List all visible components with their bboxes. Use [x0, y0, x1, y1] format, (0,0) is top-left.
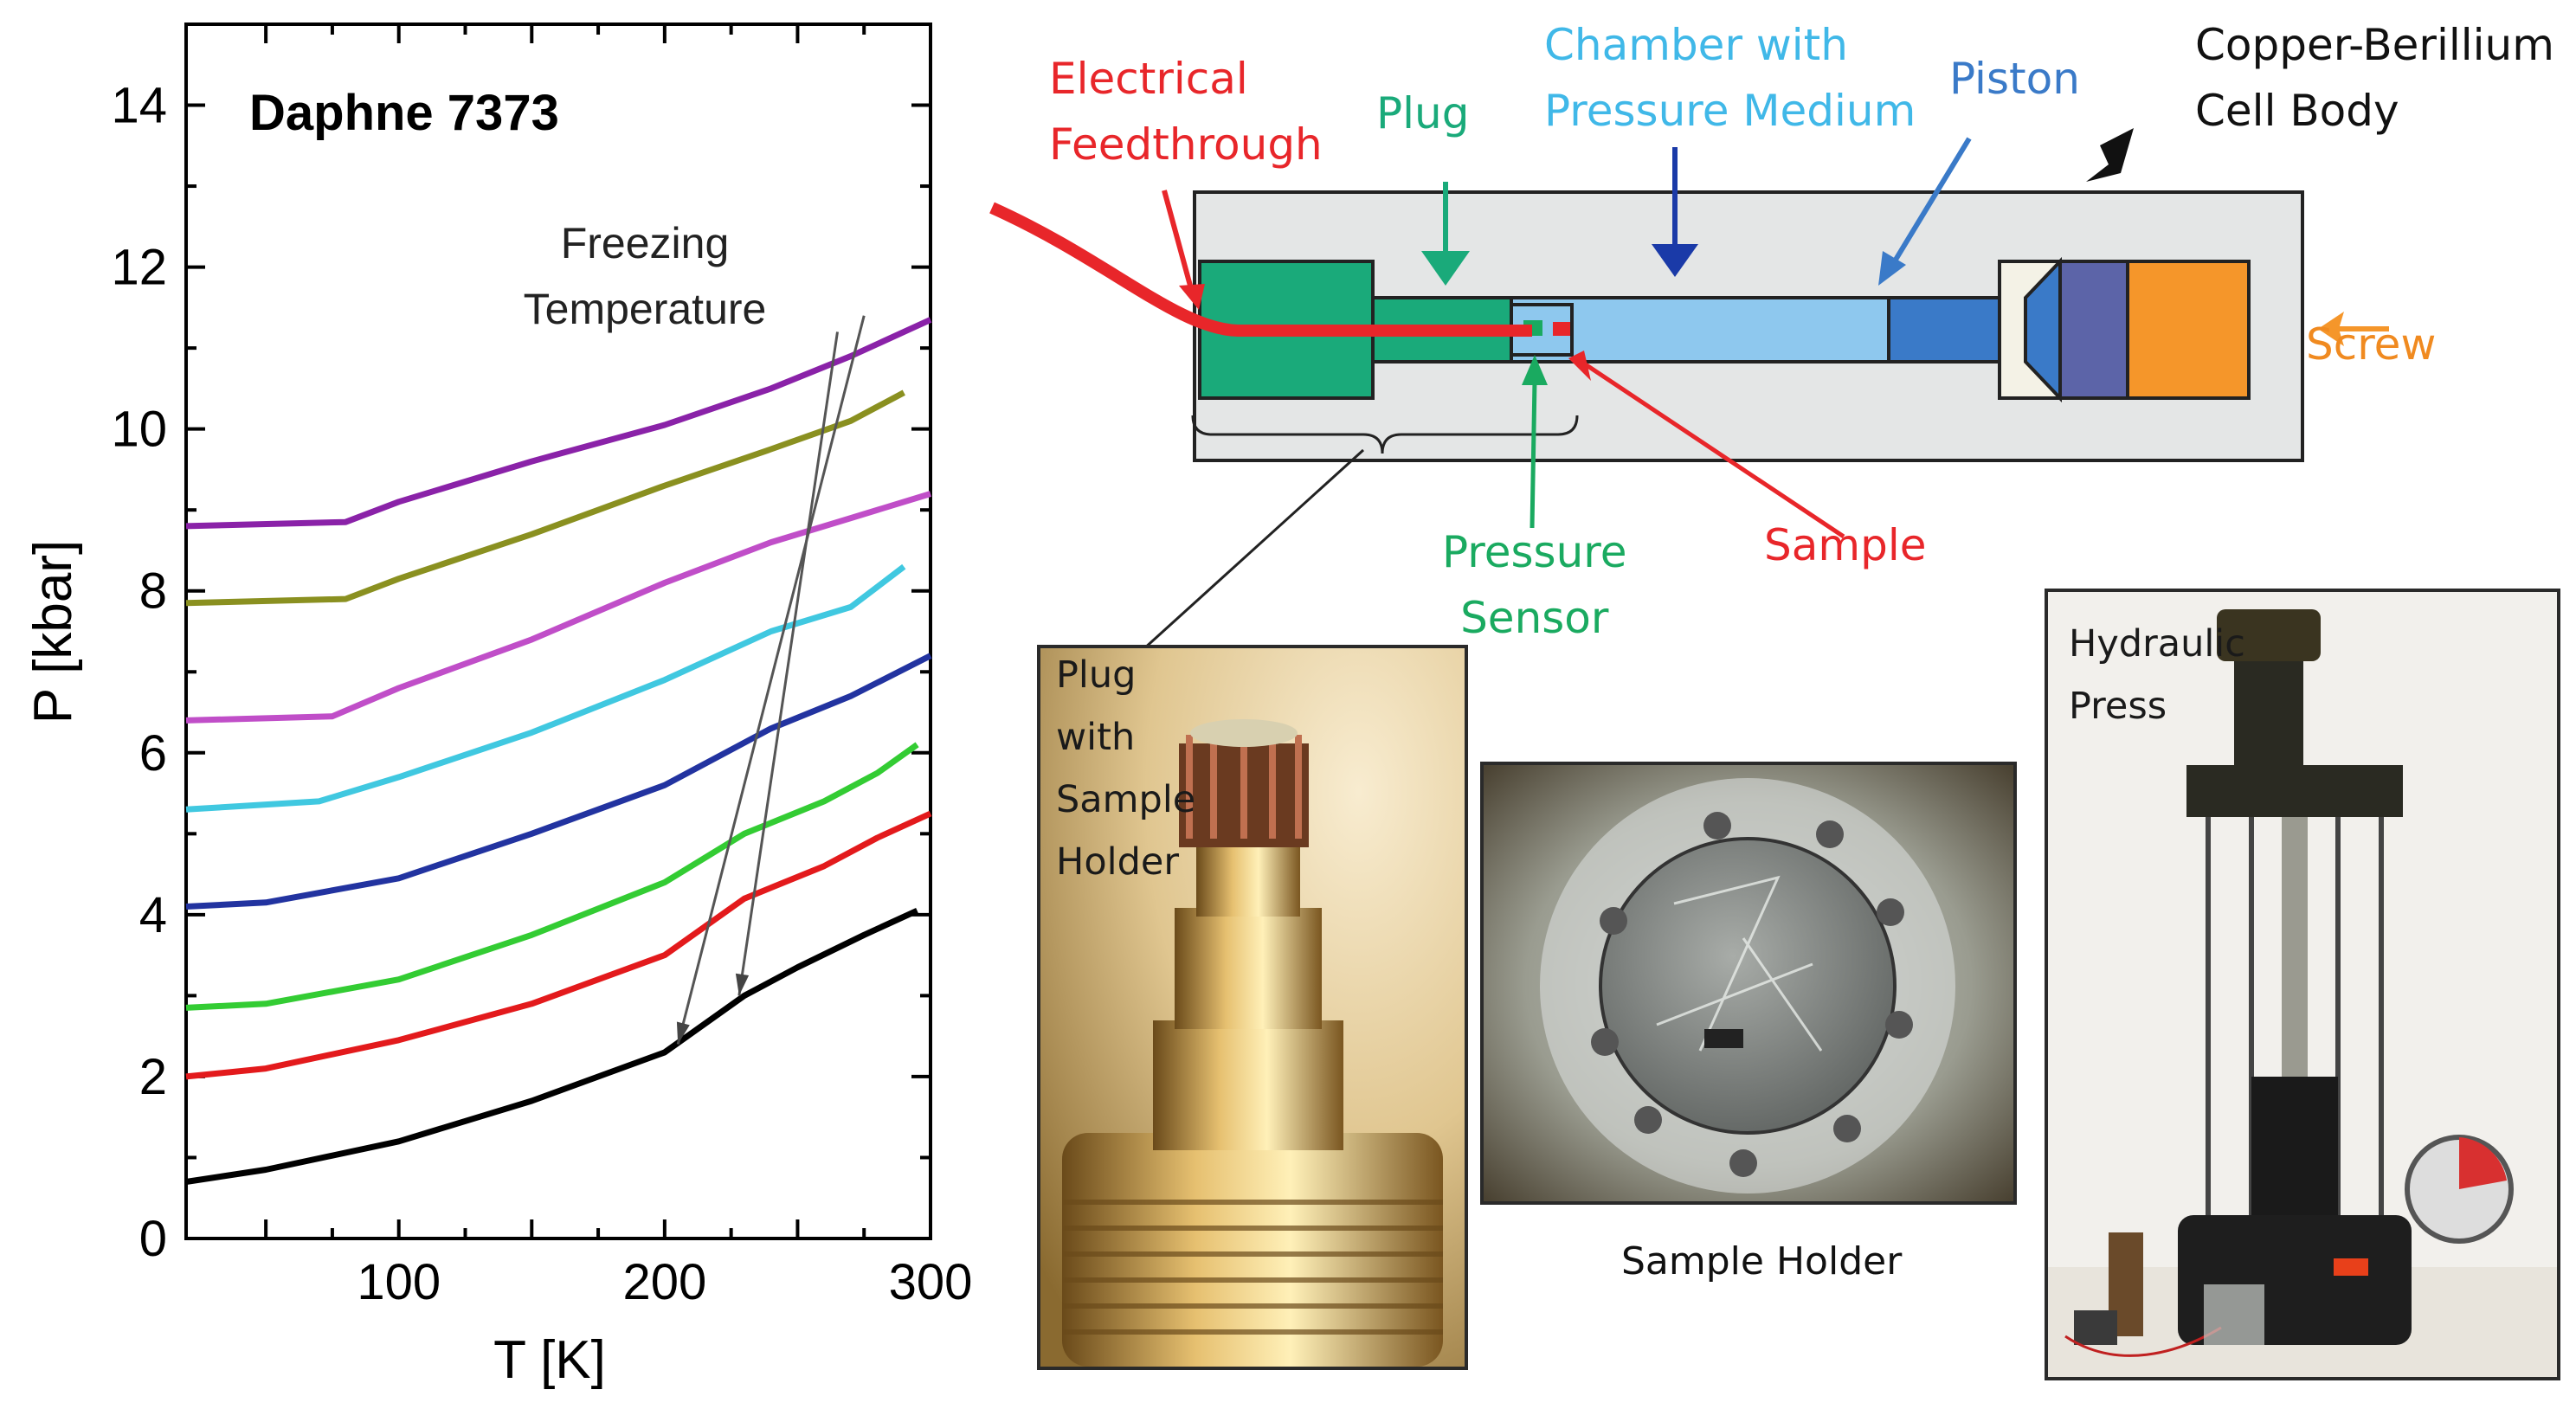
plug-photo: Plug with Sample Holder	[1037, 645, 1468, 1370]
series-line-0	[185, 908, 919, 1185]
series-line-2	[185, 742, 919, 1011]
tick-labels: 0 2 4 6 8 10 12 14 100 200 300	[111, 78, 972, 1310]
freezing-label-line: Freezing	[561, 219, 730, 267]
sample-arrow	[1582, 361, 1845, 539]
hydraulic-press-photo: Hydraulic Press	[2045, 589, 2560, 1380]
freezing-arrow-0	[676, 315, 866, 1045]
screw-arrowhead	[2318, 312, 2344, 346]
plug-illustration	[1040, 648, 1465, 1367]
sample-label: Sample	[1764, 520, 1927, 570]
chamber-label: Chamber with Pressure Medium	[1544, 20, 1916, 136]
freezing-arrowhead-1	[735, 973, 750, 996]
x-axis-label: T [K]	[493, 1330, 606, 1390]
freezing-arrow-1	[737, 331, 839, 996]
cell-body-arrowhead	[2086, 128, 2134, 182]
hydraulic-press-illustration	[2048, 592, 2557, 1377]
piston-label: Piston	[1949, 54, 2080, 104]
y-tick-label: 12	[111, 240, 167, 296]
y-tick-label: 6	[139, 725, 167, 782]
y-tick-label: 4	[139, 887, 167, 943]
sample-dot	[1553, 322, 1570, 336]
x-tick-label: 100	[357, 1254, 441, 1310]
y-tick-label: 2	[139, 1049, 167, 1105]
pressure-chamber	[1510, 296, 1890, 364]
pressure-sensor-arrowhead	[1522, 355, 1548, 385]
sample-holder-illustration	[1484, 765, 2013, 1201]
freezing-arrowhead-0	[676, 1021, 690, 1045]
pusher-block	[2058, 260, 2129, 400]
series-layer	[185, 317, 932, 1185]
series-line-5	[185, 491, 932, 724]
hydraulic-press-label: Hydraulic Press	[2069, 622, 2245, 728]
y-axis-label: P [kbar]	[23, 540, 83, 724]
chart-title: Daphne 7373	[249, 85, 559, 141]
screw-block	[2126, 260, 2251, 400]
plug-brace	[1191, 415, 1579, 454]
pressure-sensor-arrow	[1530, 380, 1537, 529]
series-line-3	[185, 653, 932, 910]
freezing-arrows	[676, 315, 866, 1045]
series-line-6	[185, 389, 905, 607]
feedthrough-arrow	[1162, 190, 1193, 286]
electrical-feedthrough-label: Electrical Feedthrough	[1049, 54, 1323, 170]
sample-holder-caption: Sample Holder	[1621, 1239, 1903, 1284]
plot-frame	[184, 23, 932, 1240]
piston-arrowhead	[1878, 251, 1906, 286]
cell-body-label: Copper-Berillium Cell Body	[2195, 20, 2554, 136]
y-tick-label: 8	[139, 563, 167, 620]
piston-arrow	[1893, 137, 1972, 261]
series-line-4	[185, 563, 906, 813]
y-tick-label: 10	[111, 402, 167, 458]
electrical-feedthrough-wire	[989, 202, 1532, 337]
chamber-arrowhead	[1652, 244, 1698, 277]
plug-label: Plug	[1376, 88, 1470, 138]
y-tick-label: 14	[111, 78, 167, 134]
plug-arrowhead	[1421, 251, 1470, 286]
screw-label: Screw	[2306, 319, 2437, 370]
series-line-7	[185, 317, 932, 530]
y-tick-label: 0	[139, 1211, 167, 1267]
feedthrough-arrowhead	[1179, 284, 1205, 310]
brace-pointer-line	[1132, 448, 1365, 659]
sample-arrowhead	[1568, 351, 1591, 381]
plug-photo-label: Plug with Sample Holder	[1056, 653, 1196, 884]
x-tick-label: 300	[889, 1254, 973, 1310]
sample-holder-photo	[1480, 762, 2017, 1205]
series-line-1	[185, 810, 932, 1080]
freezing-label-line: Temperature	[524, 285, 767, 333]
pressure-cell-diagram	[989, 128, 2389, 659]
pressure-sensor-label: Pressure Sensor	[1442, 527, 1627, 643]
x-tick-label: 200	[622, 1254, 706, 1310]
